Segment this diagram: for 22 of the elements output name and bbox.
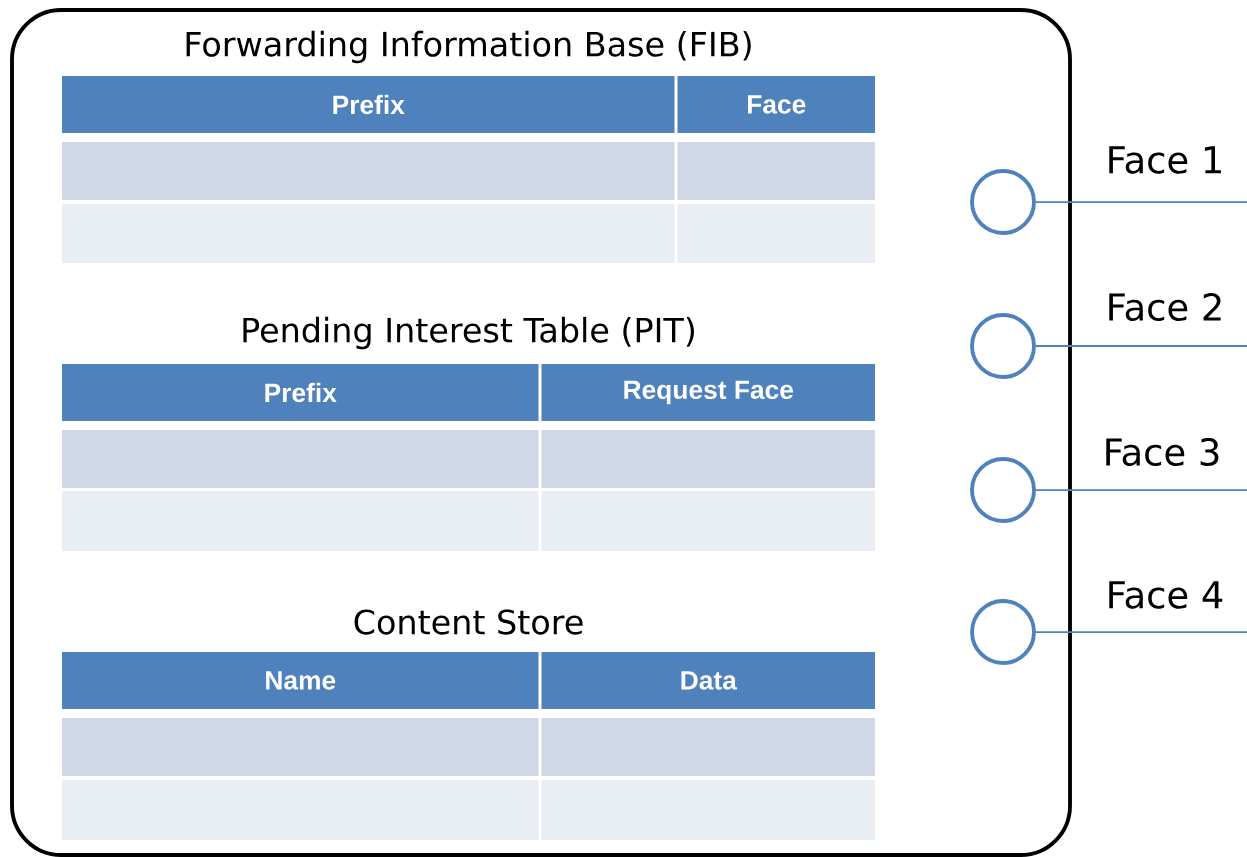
header-cell: Prefix	[62, 76, 675, 133]
connector-line	[1035, 489, 1247, 491]
port-circle	[970, 313, 1036, 379]
port-circle	[970, 169, 1036, 235]
port-label: Face 3	[1106, 438, 1219, 466]
table-title: Pending Interest Table (PIT)	[243, 316, 694, 350]
header-cell: Data	[541, 652, 875, 709]
port-circle	[970, 599, 1036, 665]
port-circle	[970, 457, 1036, 523]
port-label: Face 2	[1109, 293, 1221, 321]
header-cell: Name	[62, 652, 539, 709]
port-label: Face 1	[1109, 146, 1221, 174]
table-title: Forwarding Information Base (FIB)	[186, 30, 751, 64]
table-title: Content Store	[354, 609, 583, 635]
router-box	[10, 8, 1072, 857]
connector-line	[1035, 631, 1247, 633]
port-label: Face 4	[1109, 581, 1223, 609]
connector-line	[1035, 345, 1247, 347]
header-cell: Request Face	[541, 364, 875, 421]
connector-line	[1035, 201, 1247, 203]
header-cell: Prefix	[62, 364, 539, 421]
header-cell: Face	[677, 76, 875, 133]
